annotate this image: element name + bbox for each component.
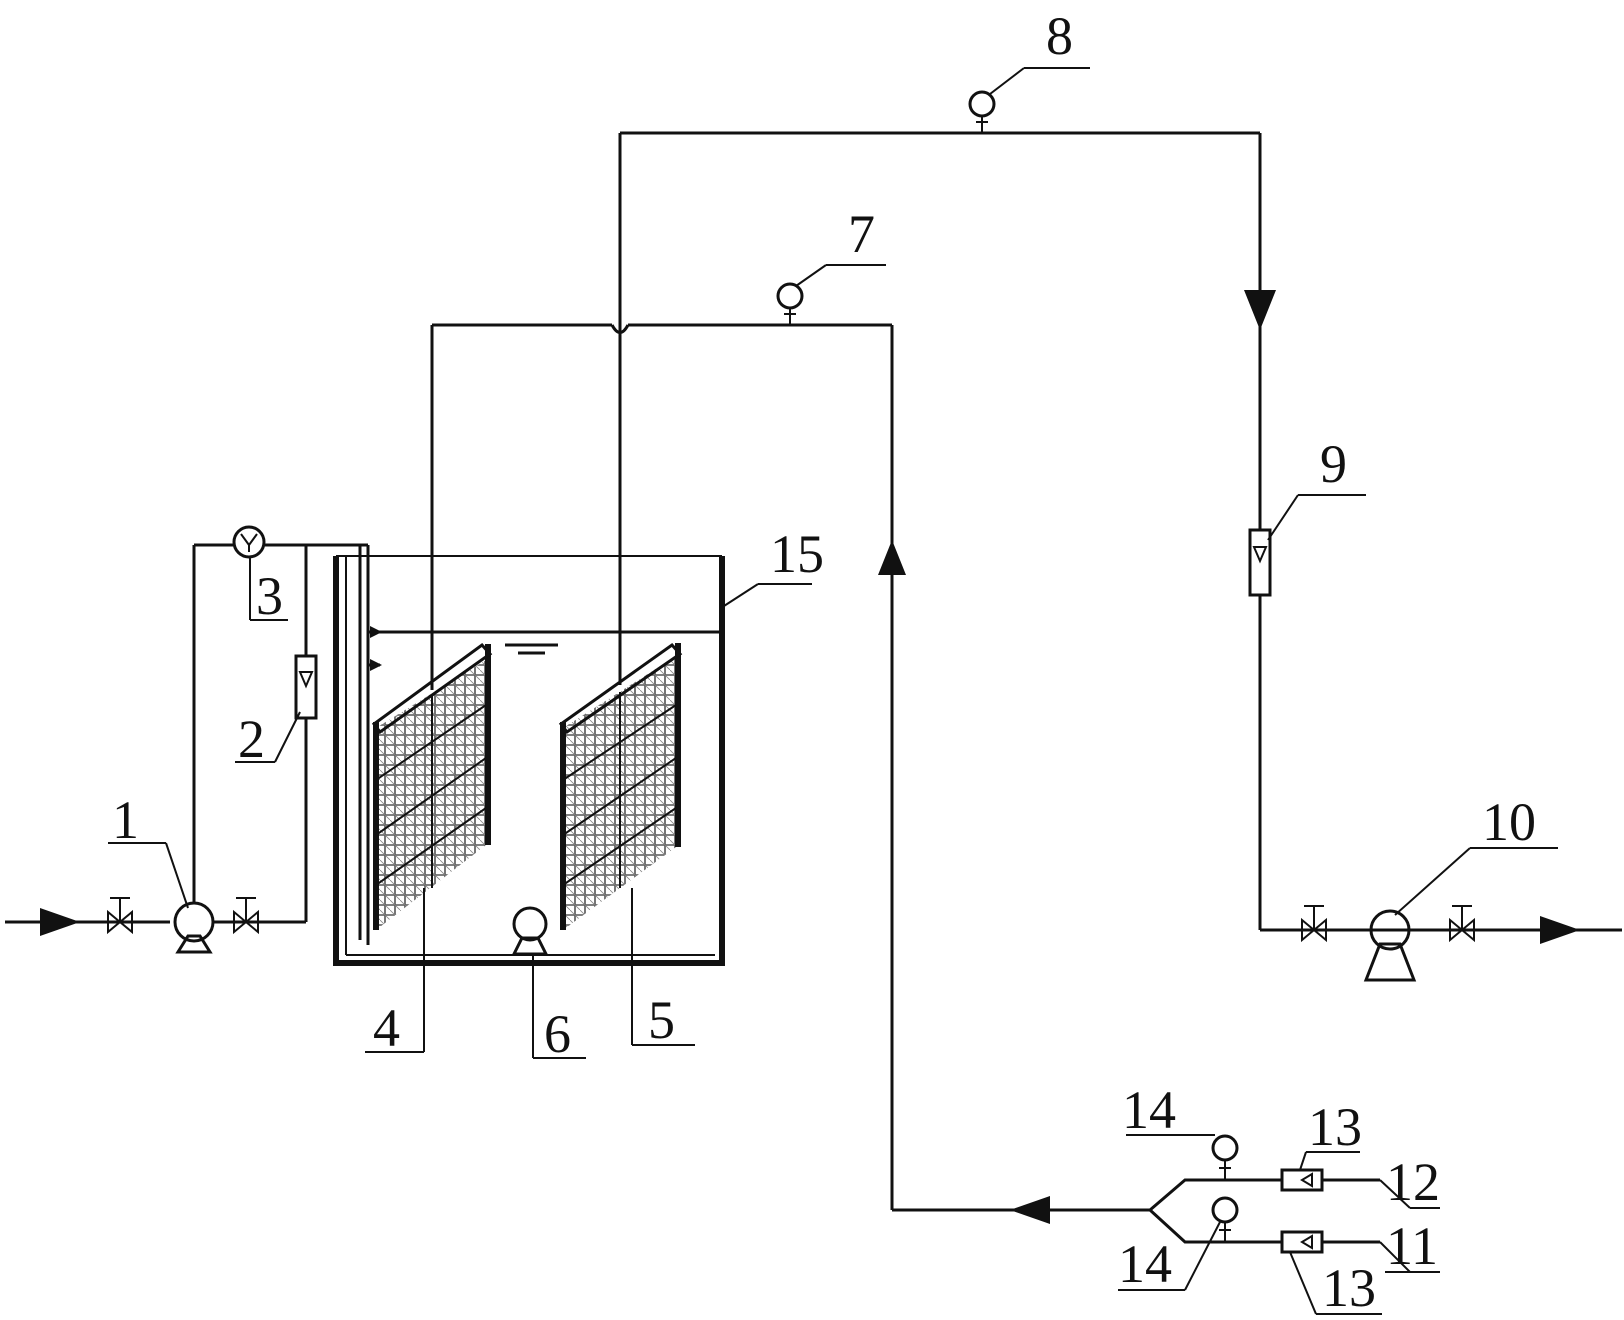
label-13-lower: 13 <box>1322 1258 1376 1318</box>
label-10: 10 <box>1482 792 1536 852</box>
inlet-valve-1 <box>107 897 133 935</box>
return-line <box>892 1178 1380 1244</box>
inlet-pump <box>173 901 215 954</box>
label-4: 4 <box>373 998 400 1058</box>
permeate-pipe-module-4 <box>430 323 894 1210</box>
inlet-line <box>5 908 170 936</box>
outlet-valve-1 <box>1301 905 1327 943</box>
label-14-upper: 14 <box>1122 1080 1176 1140</box>
inlet-valve-2 <box>233 897 259 935</box>
upflow-arrow <box>878 540 906 575</box>
pressure-gauge-14-upper <box>1211 1134 1239 1180</box>
return-arrow <box>1010 1196 1050 1224</box>
label-7: 7 <box>848 204 875 264</box>
reactor-tank <box>333 555 725 966</box>
pressure-gauge-7 <box>776 282 804 325</box>
aerator-6 <box>511 906 549 956</box>
pressure-gauge-14-lower <box>1211 1196 1239 1242</box>
label-15: 15 <box>770 524 824 584</box>
label-1: 1 <box>112 790 139 850</box>
outlet-pump <box>1363 909 1417 982</box>
labels: 1 2 3 4 5 6 7 8 9 10 11 12 13 13 14 14 1… <box>112 6 1536 1318</box>
downflow-arrow <box>1244 290 1276 330</box>
pressure-gauge-8 <box>968 90 996 133</box>
label-9: 9 <box>1320 434 1347 494</box>
leader-lines <box>108 67 1558 1315</box>
bypass-line <box>192 543 306 903</box>
label-11: 11 <box>1386 1216 1438 1276</box>
permeate-pipe-module-5 <box>618 131 1262 930</box>
pressure-gauge-3 <box>232 525 266 559</box>
flowmeter-2 <box>294 654 318 720</box>
inlet-arrow <box>40 908 80 936</box>
flowmeter-13-lower <box>1280 1230 1324 1254</box>
label-6: 6 <box>544 1004 571 1064</box>
label-5: 5 <box>648 990 675 1050</box>
inlet-pipe <box>213 543 370 945</box>
label-2: 2 <box>238 709 265 769</box>
label-8: 8 <box>1046 6 1073 66</box>
water-level <box>368 630 722 655</box>
label-12: 12 <box>1386 1152 1440 1212</box>
outlet-arrow <box>1540 916 1580 944</box>
flowmeter-9 <box>1248 528 1272 597</box>
outlet-valve-2 <box>1449 905 1475 943</box>
membrane-module-5 <box>558 642 683 930</box>
flowmeter-13-upper <box>1280 1168 1324 1192</box>
outlet-line <box>1260 916 1622 944</box>
membrane-module-4 <box>371 642 493 930</box>
label-3: 3 <box>256 566 283 626</box>
label-13-upper: 13 <box>1308 1097 1362 1157</box>
label-14-lower: 14 <box>1118 1234 1172 1294</box>
